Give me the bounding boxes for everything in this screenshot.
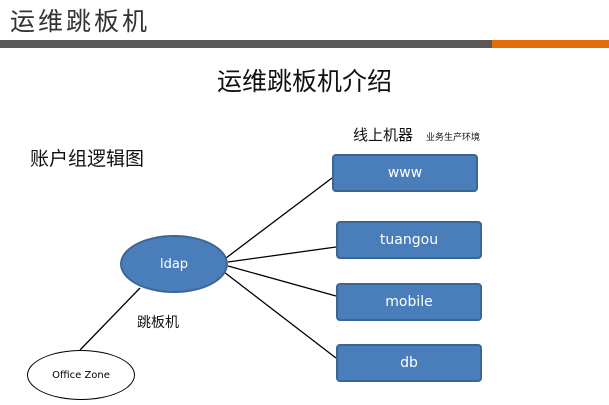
server-mobile: mobile bbox=[336, 283, 482, 321]
connector-ldap-office bbox=[79, 287, 141, 351]
servers-note: 业务生产环境 bbox=[426, 133, 481, 143]
diagram-subtitle: 账户组逻辑图 bbox=[30, 148, 145, 170]
header-bar-gray bbox=[0, 40, 492, 48]
slide-title: 运维跳板机介绍 bbox=[216, 67, 392, 96]
server-db: db bbox=[336, 344, 482, 382]
header-title: 运维跳板机 bbox=[10, 7, 151, 36]
connector-ldap-db bbox=[223, 271, 337, 359]
connector-ldap-mobile bbox=[227, 265, 337, 297]
header-bar-orange bbox=[492, 40, 609, 48]
servers-label: 线上机器 bbox=[353, 126, 414, 144]
connector-ldap-www bbox=[225, 177, 333, 259]
connector-ldap-tuangou bbox=[227, 246, 337, 263]
ldap-node: ldap bbox=[120, 235, 228, 293]
jump-host-label: 跳板机 bbox=[137, 315, 179, 331]
office-zone-node: Office Zone bbox=[27, 350, 135, 400]
server-www: www bbox=[332, 154, 478, 192]
server-tuangou: tuangou bbox=[336, 221, 482, 259]
